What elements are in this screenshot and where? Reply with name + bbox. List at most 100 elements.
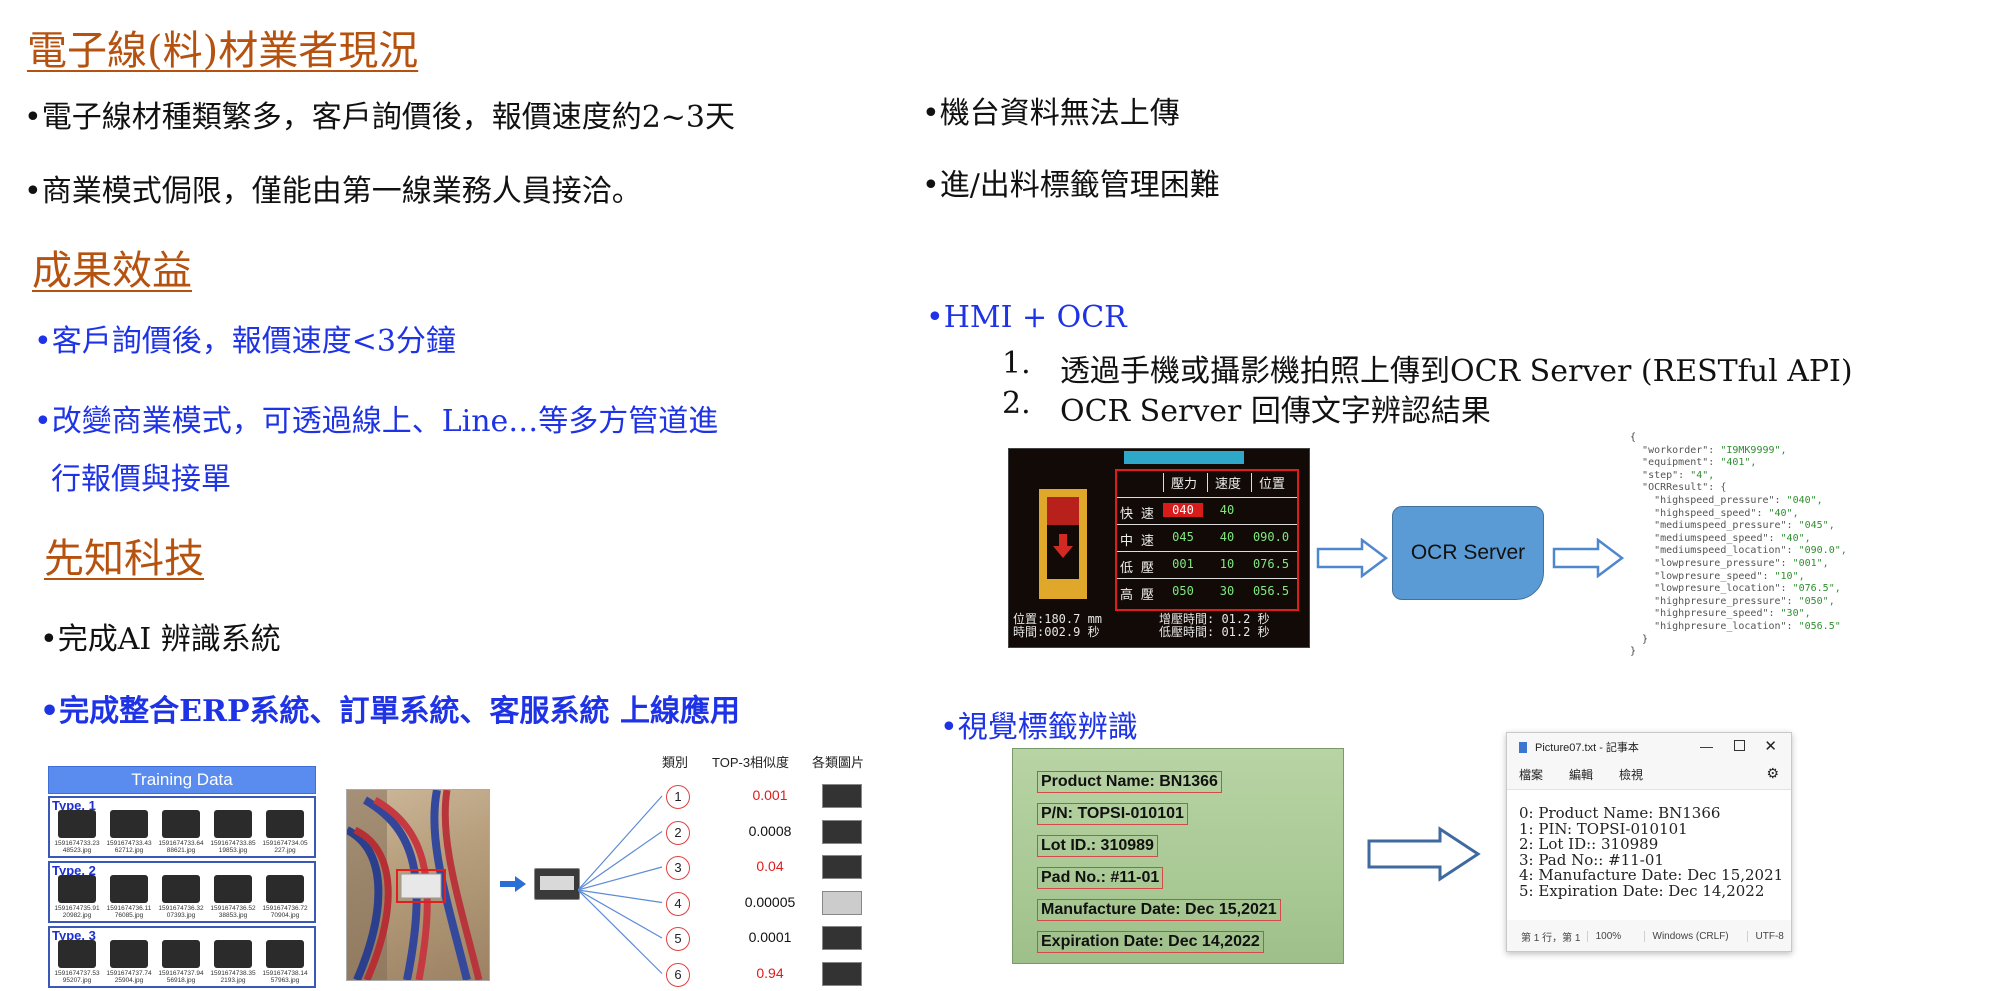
- hmi-time-readout: 時間:002.9 秒: [1013, 625, 1100, 639]
- json-value: "045",: [1798, 520, 1835, 532]
- json-line: "highspeed_speed": "40",: [1630, 508, 1847, 521]
- training-type-label: Type. 2: [52, 863, 96, 878]
- hmi-position-readout: 位置:180.7 mm: [1013, 612, 1103, 626]
- connector-thumbnail: [162, 940, 200, 968]
- hmi-top-bar: [1124, 451, 1244, 464]
- training-data-header: Training Data: [48, 766, 316, 794]
- crop-thumbnail-connector: [540, 876, 574, 890]
- json-key: "highpresure_location":: [1654, 620, 1799, 632]
- right-status-bullet-2: •進/出料標籤管理困難: [922, 168, 1220, 203]
- class-circle: 4: [666, 891, 690, 916]
- hmi-speed-value: 40: [1219, 503, 1235, 517]
- json-line: "OCRResult": {: [1630, 482, 1847, 495]
- menu-view[interactable]: 檢視: [1619, 767, 1644, 782]
- benefit-bullet-1: •客戶詢價後，報價速度<3分鐘: [34, 324, 456, 359]
- minimize-icon[interactable]: —: [1700, 739, 1713, 754]
- notepad-title: Picture07.txt - 記事本: [1535, 742, 1639, 754]
- json-key: "highpresure_speed":: [1654, 608, 1781, 620]
- notepad-window: Picture07.txt - 記事本 — ✕ 檔案 編輯 檢視 ⚙ 0: Pr…: [1506, 732, 1792, 952]
- json-value: "001",: [1792, 557, 1829, 569]
- ocr-json-result: { "workorder": "I9MK9999", "equipment": …: [1630, 432, 1847, 659]
- json-value: "076.5",: [1792, 583, 1841, 595]
- machine-icon: [1039, 489, 1087, 599]
- maximize-icon[interactable]: [1734, 740, 1745, 751]
- status-title: 電子線(料)材業者現況: [27, 28, 419, 74]
- json-value: "040",: [1786, 494, 1823, 506]
- hmi-row-label: 低 壓: [1120, 561, 1154, 576]
- hmi-speed-value: 10: [1219, 557, 1235, 571]
- class-circle: 5: [666, 927, 690, 951]
- hmi-row-divider: [1117, 497, 1297, 498]
- class-circle: 1: [666, 785, 690, 809]
- tech-bullet-2: •完成整合ERP系統、訂單系統、客服系統 上線應用: [40, 694, 740, 729]
- json-line: "highspeed_pressure": "040",: [1630, 495, 1847, 508]
- connector-thumbnail: [110, 810, 148, 838]
- tech-bullet-1: •完成AI 辨識系統: [40, 622, 281, 657]
- similarity-header: TOP-3相似度: [712, 755, 790, 770]
- blue-arrow-icon: [500, 876, 526, 892]
- similarity-score: 0.0001: [748, 929, 792, 945]
- class-circle: 3: [666, 856, 690, 880]
- hmi-row-label: 快 速: [1120, 507, 1154, 522]
- settings-gear-icon[interactable]: ⚙: [1766, 765, 1779, 781]
- json-key: "lowpresure_speed":: [1654, 570, 1775, 582]
- hmi-speed-value: 40: [1219, 530, 1235, 544]
- json-key: "OCRResult": {: [1642, 482, 1727, 494]
- json-line: "lowpresure_pressure": "001",: [1630, 558, 1847, 571]
- fan-line: [578, 889, 663, 974]
- json-value: "I9MK9999",: [1720, 444, 1787, 456]
- similarity-score: 0.0008: [748, 822, 792, 839]
- label-text-line: Expiration Date: Dec 14,2022: [1037, 931, 1264, 953]
- json-line: "equipment": "401",: [1630, 457, 1847, 470]
- json-line: {: [1630, 432, 1637, 443]
- json-line: "mediumspeed_pressure": "045",: [1630, 520, 1847, 533]
- notepad-status-item: Windows (CRLF): [1643, 930, 1747, 942]
- large-hollow-arrow-icon: [1367, 826, 1481, 882]
- notepad-text-area[interactable]: 0: Product Name: BN1366 1: PIN: TOPSI-01…: [1507, 789, 1791, 920]
- hmi-location-value: 056.5: [1252, 584, 1290, 598]
- json-value: "090.0",: [1798, 545, 1847, 557]
- hmi-title: •HMI + OCR: [926, 300, 1127, 335]
- connector-thumbnail: [214, 875, 252, 903]
- connector-thumbnail: [266, 940, 304, 968]
- class-sample-image: [822, 819, 862, 844]
- similarity-fan-lines: [578, 795, 663, 974]
- hollow-arrow-icon: [1316, 538, 1388, 578]
- json-value: "40",: [1780, 532, 1811, 544]
- menu-file[interactable]: 檔案: [1519, 767, 1544, 782]
- fan-line: [578, 889, 663, 939]
- json-line: "highpresure_speed": "30",: [1630, 608, 1847, 621]
- benefit-bullet-2-cont: 行報價與接單: [51, 462, 231, 497]
- hmi-pressure-value: 040: [1163, 503, 1203, 517]
- class-circle: 6: [666, 962, 690, 987]
- close-icon[interactable]: ✕: [1764, 738, 1777, 755]
- vision-title: •視覺標籤辨識: [940, 710, 1138, 745]
- connector-thumbnail: [58, 875, 96, 903]
- right-status-bullet-1: •機台資料無法上傳: [922, 96, 1180, 131]
- json-key: "workorder":: [1642, 444, 1721, 456]
- hmi-pressure-value: 045: [1172, 530, 1194, 544]
- hmi-location-value: 090.0: [1252, 530, 1290, 544]
- class-circle: 2: [666, 820, 690, 845]
- hmi-row-divider: [1117, 578, 1297, 579]
- notepad-status-item: 100%: [1586, 930, 1644, 942]
- json-line: "lowpresure_speed": "10",: [1630, 571, 1847, 584]
- similarity-score: 0.04: [756, 858, 784, 874]
- json-line: }: [1630, 633, 1649, 645]
- json-line: "mediumspeed_speed": "40",: [1630, 533, 1847, 546]
- benefit-bullet-2: •改變商業模式，可透過線上、Line…等多方管道進: [34, 404, 719, 439]
- crop-thumbnail: [534, 868, 580, 900]
- connector-thumbnail: [214, 810, 252, 838]
- menu-edit[interactable]: 編輯: [1569, 767, 1594, 782]
- wire-photo-drawing: [347, 790, 483, 980]
- hmi-pressure-value: 001: [1172, 557, 1194, 571]
